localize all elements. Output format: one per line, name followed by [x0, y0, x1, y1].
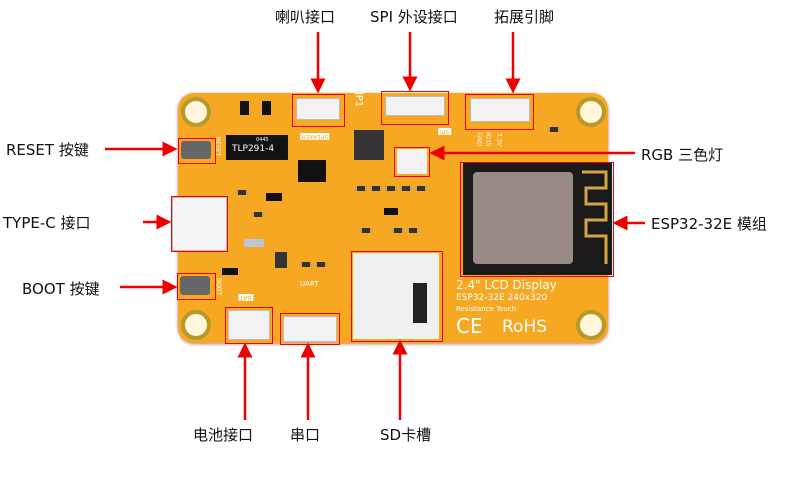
board-title: 2.4" LCD Display — [456, 278, 557, 292]
highlight-box — [178, 138, 216, 164]
resistor — [252, 212, 264, 217]
highlight-box — [292, 94, 345, 127]
speaker-connector — [296, 98, 340, 120]
highlight-box — [177, 273, 216, 300]
label-rgb: RGB 三色灯 — [641, 146, 724, 164]
mounting-hole — [576, 310, 606, 340]
mounting-hole — [576, 97, 606, 127]
label-uart: 串口 — [290, 426, 321, 444]
resistor — [300, 262, 312, 267]
label-boot: BOOT 按键 — [22, 280, 100, 298]
resistor — [315, 262, 327, 267]
label-speaker: 喇叭接口 — [275, 8, 336, 26]
highlight-box — [394, 147, 430, 177]
resistor — [385, 186, 397, 191]
led — [244, 239, 264, 247]
board-model: ESP32-32E 240x320 — [456, 293, 548, 303]
regulator-chip — [275, 252, 287, 268]
battery-connector — [228, 310, 270, 340]
usb-c-port[interactable] — [172, 197, 227, 251]
chip-name: TLP291-4 — [232, 144, 275, 154]
rohs-mark: RoHS — [502, 317, 548, 337]
label-esp32: ESP32-32E 模组 — [651, 215, 767, 233]
module-shield — [473, 172, 573, 264]
mounting-hole — [181, 97, 211, 127]
esp32-module — [463, 162, 612, 275]
spi-connector — [385, 96, 445, 116]
resistor — [392, 228, 404, 233]
highlight-box — [381, 91, 449, 125]
sd-card-slot[interactable] — [353, 253, 439, 339]
resistor — [415, 186, 427, 191]
transistor — [384, 208, 398, 215]
transistor — [266, 193, 282, 201]
resistor — [407, 228, 419, 233]
highlight-box — [171, 196, 228, 252]
rgb-led — [397, 149, 427, 174]
ic-chip — [354, 130, 384, 160]
resistor — [370, 186, 382, 191]
label-reset: RESET 按键 — [6, 141, 89, 159]
chip-code: 0445 — [256, 137, 269, 143]
antenna-icon — [582, 170, 608, 264]
extension-connector — [470, 98, 530, 122]
transistor — [262, 101, 271, 115]
ce-mark: CE — [456, 314, 483, 338]
resistor — [548, 127, 560, 132]
label-typec: TYPE-C 接口 — [3, 214, 91, 232]
optocoupler-chip: 0445 TLP291-4 — [226, 135, 288, 160]
uart-connector — [283, 316, 337, 342]
reset-button[interactable] — [181, 141, 211, 159]
transistor — [222, 268, 238, 275]
board-touch: Resistance Touch — [456, 305, 517, 313]
amplifier-chip — [298, 160, 326, 182]
resistor — [400, 186, 412, 191]
mounting-hole — [181, 310, 211, 340]
label-sd: SD卡槽 — [380, 426, 432, 444]
label-spi: SPI 外设接口 — [370, 8, 458, 26]
transistor — [240, 101, 249, 115]
resistor — [355, 186, 367, 191]
label-extension: 拓展引脚 — [494, 8, 555, 26]
boot-button[interactable] — [180, 276, 210, 295]
resistor — [236, 190, 248, 195]
uart-silk: UART — [300, 280, 319, 288]
resistor — [360, 228, 372, 233]
highlight-box — [465, 94, 534, 130]
label-battery: 电池接口 — [193, 426, 254, 444]
sd-latch — [413, 283, 427, 323]
